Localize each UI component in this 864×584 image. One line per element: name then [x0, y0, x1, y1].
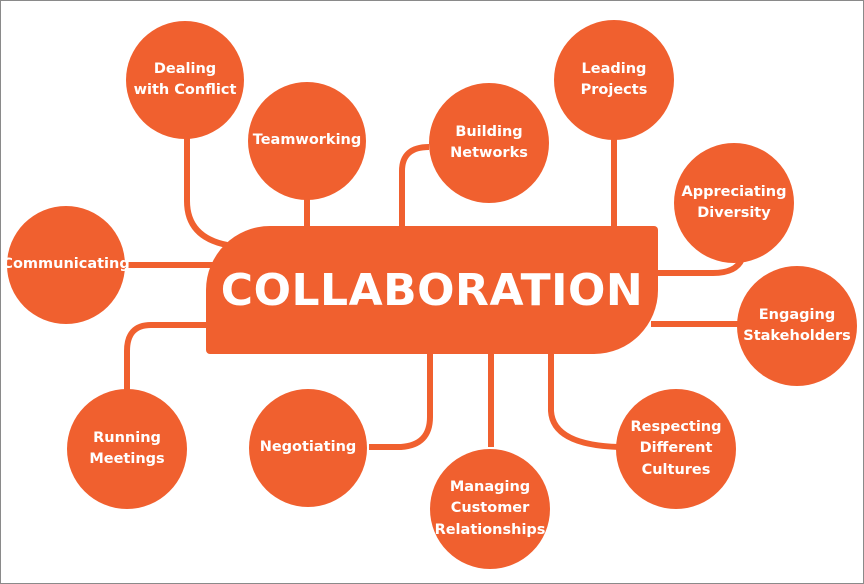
node-building-networks: Building Networks: [429, 83, 549, 203]
node-dealing-with-conflict: Dealing with Conflict: [126, 21, 244, 139]
connector-negotiating: [369, 353, 433, 450]
node-teamworking: Teamworking: [248, 82, 366, 200]
connector-respecting-different-cultures: [548, 353, 620, 450]
collaboration-center-node: COLLABORATION: [206, 226, 658, 354]
node-managing-customer-relationships: Managing Customer Relationships: [430, 449, 550, 569]
node-negotiating: Negotiating: [249, 389, 367, 507]
connector-running-meetings: [124, 322, 213, 393]
node-leading-projects: Leading Projects: [554, 20, 674, 140]
connector-dealing-with-conflict: [184, 137, 228, 248]
node-engaging-stakeholders: Engaging Stakeholders: [737, 266, 857, 386]
node-running-meetings: Running Meetings: [67, 389, 187, 509]
connector-building-networks: [399, 144, 430, 229]
node-appreciating-diversity: Appreciating Diversity: [674, 143, 794, 263]
node-communicating: Communicating: [2, 206, 130, 324]
node-respecting-different-cultures: Respecting Different Cultures: [616, 389, 736, 509]
